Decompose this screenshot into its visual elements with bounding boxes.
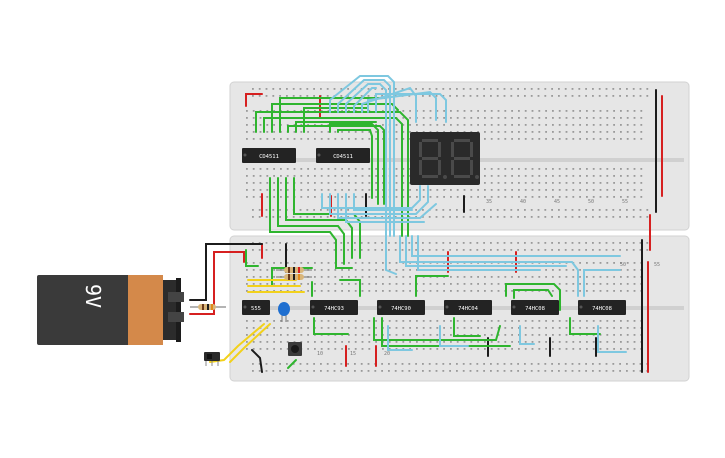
segment [451,160,454,175]
segment [454,175,470,178]
col-number: 35 [486,199,492,205]
resistor-icon[interactable] [276,267,312,273]
segment [470,160,473,175]
segment [419,160,422,175]
upper-column-numbers: 35 40 45 50 55 [486,199,628,205]
battery-icon[interactable]: 9V [37,275,184,345]
segment [438,142,441,157]
decimal-point [475,175,479,179]
segment [419,142,422,157]
capacitor-icon[interactable] [278,302,290,322]
chip-74hc08-a[interactable]: 74HC08 [511,300,559,315]
col-number: 50 [620,262,626,268]
chip-cd4511-b[interactable]: CD4511 [316,148,370,163]
push-button-icon[interactable] [288,342,302,356]
blue-wires [321,75,627,353]
col-number: 50 [588,199,594,205]
lower-column-numbers: 10 15 20 50 55 [317,262,660,357]
chip-label: 74HC90 [391,306,411,312]
display-text: 88 [445,189,447,191]
chip-label: 74HC08 [525,306,545,312]
battery-label: 9V [81,284,105,308]
col-number: 40 [520,199,526,205]
segment [454,139,470,142]
seven-segment-display-icon[interactable]: 88 [410,132,480,191]
display-segments [419,139,479,179]
segment [422,157,438,160]
col-number: 55 [654,262,660,268]
chip-label: 74HC93 [324,306,344,312]
segment [438,160,441,175]
col-number: 10 [317,351,323,357]
chip-cd4511-a[interactable]: CD4511 [242,148,296,163]
chip-label: CD4511 [259,154,279,160]
chip-label: 74HC08 [592,306,612,312]
segment [470,142,473,157]
chip-label: 74HC04 [458,306,479,312]
resistor-icon[interactable] [190,304,226,310]
col-number: 20 [384,351,390,357]
chip-74hc93[interactable]: 74HC93 [310,300,358,315]
chip-74hc04[interactable]: 74HC04 [444,300,492,315]
resistor-icon[interactable] [276,274,312,280]
chip-label: 555 [251,306,261,312]
decimal-point [443,175,447,179]
chip-74hc90[interactable]: 74HC90 [377,300,425,315]
chip-label: CD4511 [333,154,353,160]
segment [422,139,438,142]
chip-555[interactable]: 555 [242,300,270,315]
segment [451,142,454,157]
col-number: 15 [350,351,356,357]
chip-74hc08-b[interactable]: 74HC08 [578,300,626,315]
col-number: 55 [622,199,628,205]
segment [422,175,438,178]
col-number: 45 [554,199,560,205]
segment [454,157,470,160]
upper-hole-grid [246,88,649,218]
slide-switch-icon[interactable] [204,352,220,366]
